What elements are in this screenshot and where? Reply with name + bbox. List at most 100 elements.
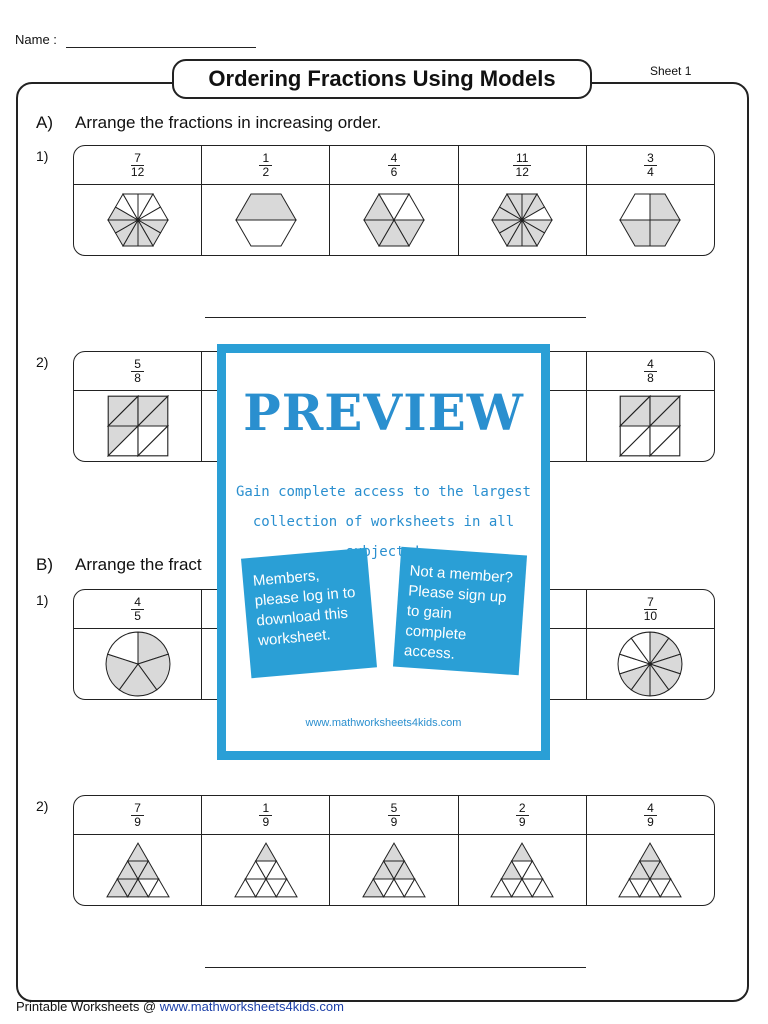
shaded-part <box>619 219 651 247</box>
shaded-part <box>639 842 662 862</box>
unshaded-part <box>147 877 170 898</box>
denominator: 6 <box>390 164 398 179</box>
denominator: 9 <box>518 814 526 829</box>
numerator: 5 <box>131 357 144 372</box>
worksheet-title: Ordering Fractions Using Models <box>172 59 592 99</box>
hexagon-model-icon <box>234 193 297 247</box>
unshaded-part <box>619 193 651 221</box>
shaded-part <box>511 842 534 862</box>
denominator: 8 <box>134 370 141 385</box>
numerator: 7 <box>131 151 144 166</box>
triangle-model-icon <box>233 842 298 898</box>
unshaded-part <box>531 877 555 898</box>
triangle-model-icon <box>105 842 170 898</box>
numerator: 1 <box>259 151 273 166</box>
unshaded-part <box>403 877 426 898</box>
denominator: 9 <box>390 814 398 829</box>
numerator: 4 <box>131 595 144 610</box>
footer-prefix: Printable Worksheets @ <box>16 999 160 1014</box>
numerator: 5 <box>387 801 401 816</box>
circle-model-icon <box>105 631 171 697</box>
preview-subtitle-line1: Gain complete access to the largest <box>235 484 531 500</box>
footer: Printable Worksheets @ www.mathworksheet… <box>16 999 344 1014</box>
answer-line-b2[interactable] <box>205 967 586 968</box>
denominator: 12 <box>130 164 145 179</box>
unshaded-part <box>234 219 297 247</box>
denominator: 5 <box>134 608 141 623</box>
question-a2-number: 2) <box>36 354 49 370</box>
answer-line-a1[interactable] <box>205 317 586 318</box>
denominator: 9 <box>262 814 270 829</box>
shaded-part <box>136 653 171 691</box>
section-a-letter: A) <box>36 113 53 132</box>
preview-title: PREVIEW <box>243 383 524 442</box>
section-b-letter: B) <box>36 555 53 574</box>
preview-overlay: PREVIEW Gain complete access to the larg… <box>217 344 550 760</box>
name-label: Name : <box>15 32 57 47</box>
triangle-model-icon <box>362 842 426 898</box>
hexagon-model-icon <box>363 193 425 247</box>
denominator: 12 <box>515 164 529 179</box>
shaded-part <box>649 193 682 221</box>
triangle-model-icon <box>618 842 683 898</box>
shaded-part <box>382 842 406 862</box>
numerator: 4 <box>644 801 657 816</box>
numerator: 2 <box>515 801 529 816</box>
unshaded-part <box>630 631 651 666</box>
question-b2-number: 2) <box>36 798 49 814</box>
numerator: 11 <box>512 151 532 166</box>
denominator: 9 <box>647 814 654 829</box>
section-b-instruction: Arrange the fract <box>75 555 202 574</box>
numerator: 1 <box>259 801 273 816</box>
numerator: 7 <box>131 801 144 816</box>
hexagon-model-icon <box>491 193 554 247</box>
numerator: 7 <box>644 595 657 610</box>
unshaded-part <box>106 631 139 665</box>
denominator: 10 <box>643 608 658 623</box>
numerator: 4 <box>644 357 657 372</box>
denominator: 2 <box>262 164 270 179</box>
question-a1-number: 1) <box>36 148 49 164</box>
unshaded-part <box>520 206 554 221</box>
preview-url[interactable]: www.mathworksheets4kids.com <box>305 717 462 729</box>
sheet-label: Sheet 1 <box>650 64 692 78</box>
name-input-line[interactable] <box>66 47 256 48</box>
shaded-part <box>105 653 139 691</box>
unshaded-part <box>393 193 425 221</box>
footer-link[interactable]: www.mathworksheets4kids.com <box>159 999 344 1014</box>
triangle-model-icon <box>490 842 555 898</box>
square-model-icon <box>619 394 682 458</box>
square-model-icon <box>106 394 169 458</box>
shaded-part <box>137 631 169 665</box>
shaded-part <box>118 663 158 697</box>
circle-model-icon <box>618 631 683 697</box>
signup-card[interactable]: Not a member? Please sign up to gain com… <box>392 546 528 676</box>
members-login-card[interactable]: Members, please log in to download this … <box>241 547 377 679</box>
question-b1-number: 1) <box>36 592 49 608</box>
unshaded-part <box>135 206 169 221</box>
hexagon-model-icon <box>106 193 169 247</box>
preview-subtitle: Gain complete access to the largest coll… <box>226 477 541 567</box>
unshaded-part <box>275 877 298 898</box>
shaded-part <box>254 842 277 862</box>
denominator: 9 <box>134 814 141 829</box>
shaded-part <box>234 193 297 221</box>
shaded-part <box>126 842 149 862</box>
unshaded-part <box>136 424 168 457</box>
denominator: 4 <box>647 164 654 179</box>
numerator: 4 <box>387 151 401 166</box>
